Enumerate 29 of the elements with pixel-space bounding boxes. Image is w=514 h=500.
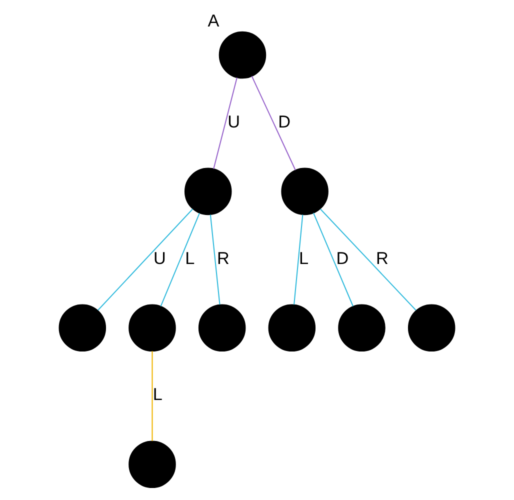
edge-label: D xyxy=(336,248,349,268)
connector xyxy=(320,208,416,311)
node-circle xyxy=(268,304,316,352)
node-circle xyxy=(281,168,328,216)
connector xyxy=(294,214,304,305)
node-label: A xyxy=(208,10,220,30)
connector xyxy=(98,208,194,311)
edge-label: L xyxy=(298,248,309,268)
connector xyxy=(251,76,296,170)
connector xyxy=(213,78,238,169)
connector xyxy=(312,212,354,306)
edge-label: U xyxy=(228,111,240,132)
edge-label: R xyxy=(216,248,230,268)
edge-label: L xyxy=(185,248,195,268)
connector xyxy=(210,214,220,305)
edge-label: L xyxy=(152,384,162,404)
node-circle xyxy=(408,304,456,352)
connector xyxy=(152,351,153,442)
node-circle xyxy=(58,304,106,352)
edge-label: U xyxy=(154,248,166,268)
node-circle xyxy=(338,304,386,352)
node-circle xyxy=(198,304,246,352)
node-circle xyxy=(218,31,266,79)
node-circle xyxy=(128,304,176,352)
node-circle xyxy=(184,168,232,216)
connector xyxy=(160,213,200,307)
edge-label: D xyxy=(278,111,291,132)
edge-label: R xyxy=(376,248,388,268)
node-circle xyxy=(128,440,176,488)
